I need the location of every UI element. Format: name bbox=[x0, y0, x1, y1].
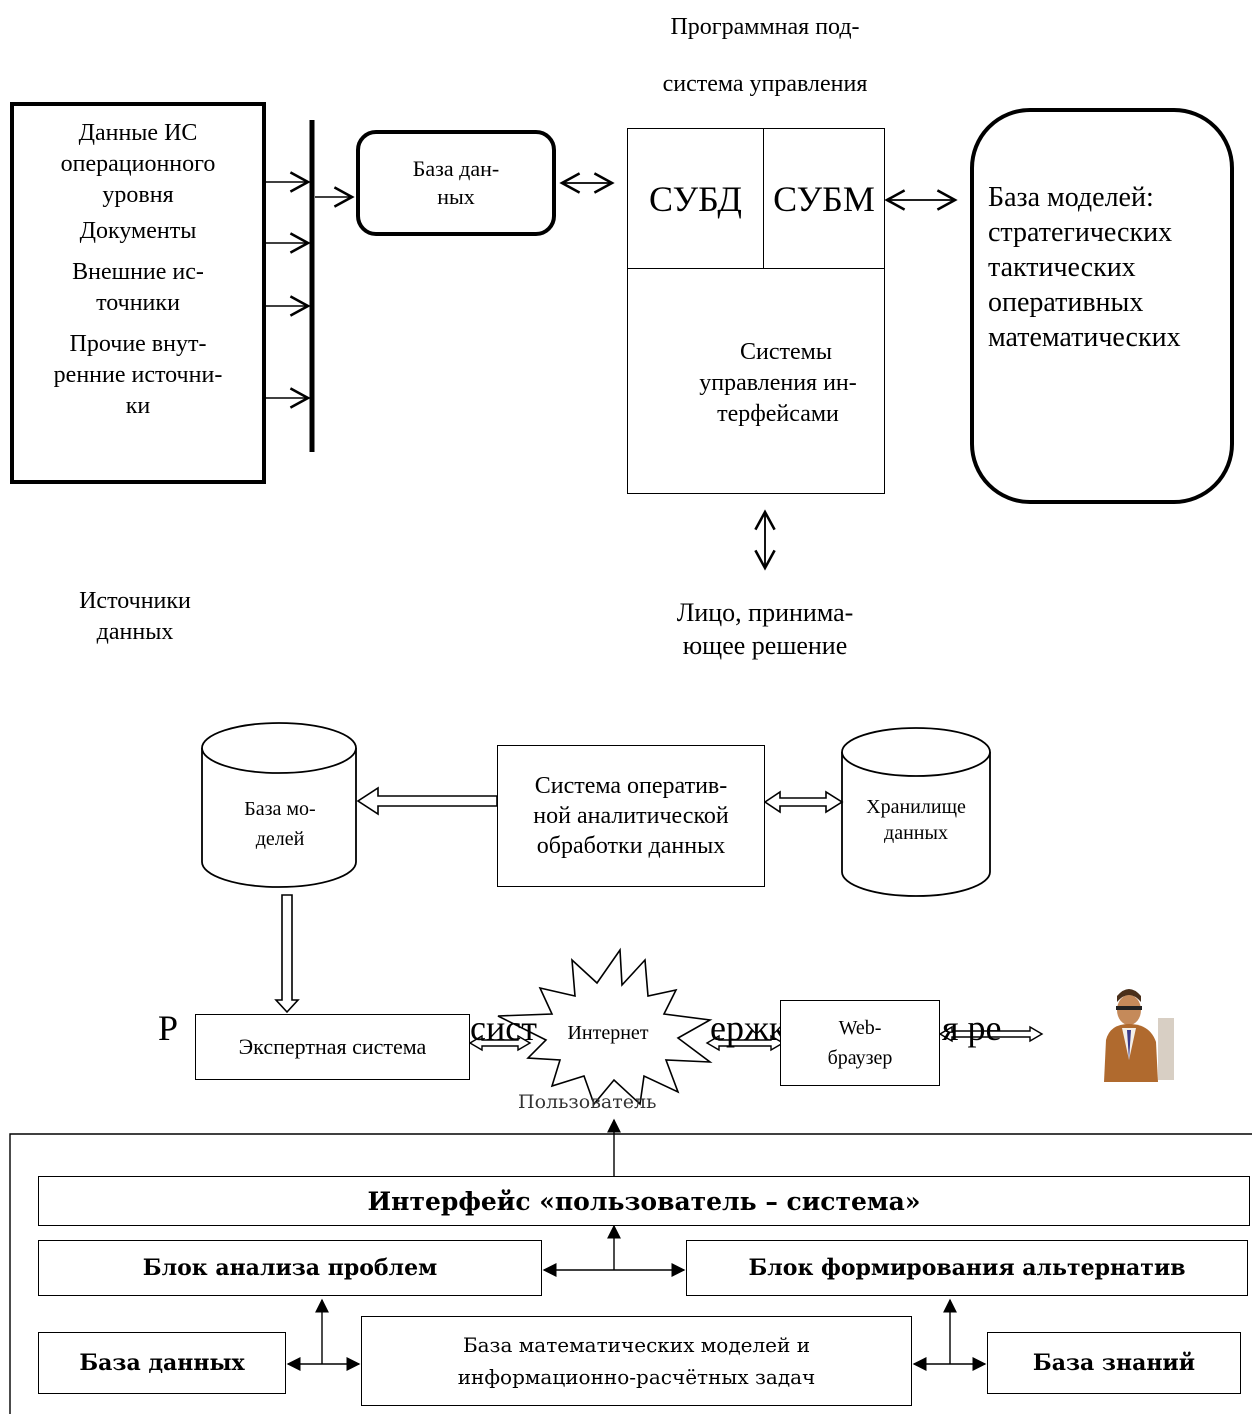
d2-warehouse-label: Хранилище данных bbox=[842, 794, 990, 846]
d2-model-base-line-2: делей bbox=[255, 828, 305, 850]
d2-olap-box: Система оператив- ной аналитической обра… bbox=[497, 745, 765, 887]
d2-browser-box: Web- браузер bbox=[780, 1000, 940, 1086]
d2-warehouse-cylinder bbox=[841, 727, 991, 897]
d2-expert-system-box: Экспертная система bbox=[195, 1014, 470, 1080]
d1-model-base-line-2: стратегических bbox=[988, 217, 1173, 248]
d3-outer-frame bbox=[9, 1133, 1252, 1414]
d1-source-operational-line-1: Данные ИС bbox=[78, 120, 198, 146]
d1-source-internal-line-1: Прочие внут- bbox=[69, 331, 207, 357]
user-person-icon bbox=[1104, 989, 1174, 1082]
d3-math-models-line-1: База математических моделей и bbox=[462, 1333, 811, 1357]
d1-source-arrows bbox=[264, 171, 355, 409]
d2-caption-fragment-1: Р bbox=[158, 1008, 179, 1048]
d2-warehouse-line-2: данных bbox=[884, 822, 948, 844]
d3-database-box: База данных bbox=[38, 1332, 286, 1394]
d1-source-external-line-2: точники bbox=[96, 290, 180, 316]
d2-expert-internet-arrow bbox=[468, 1034, 532, 1052]
d3-math-models-box: База математических моделей и информацио… bbox=[361, 1316, 912, 1406]
d1-interface-mgmt-line-3: терфейсами bbox=[717, 401, 839, 427]
d2-browser-line-1: Web- bbox=[838, 1017, 882, 1039]
d1-source-documents: Документы bbox=[14, 216, 262, 247]
d2-caption-fragment-4: я ре bbox=[942, 1008, 1002, 1048]
d1-dbms-cell: СУБД bbox=[628, 129, 764, 269]
d3-math-models-line-2: информационно-расчётных задач bbox=[457, 1365, 816, 1389]
d1-model-base-line-4: оперативных bbox=[988, 287, 1144, 318]
d1-sources-box: Данные ИС операционного уровня Документы… bbox=[10, 102, 266, 484]
d1-interface-mgmt-line-2: управления ин- bbox=[699, 370, 857, 396]
d1-source-operational-line-3: уровня bbox=[102, 182, 174, 208]
d1-sources-caption-line-2: данных bbox=[96, 619, 174, 645]
d1-subsystem-title-line-2: система управления bbox=[662, 71, 868, 97]
d1-model-base-line-3: тактических bbox=[988, 252, 1136, 283]
d1-source-external: Внешние ис- точники bbox=[14, 257, 262, 319]
d1-source-documents-line-1: Документы bbox=[79, 218, 197, 244]
d1-source-internal: Прочие внут- ренние источни- ки bbox=[14, 329, 262, 422]
d1-mbms-label: СУБМ bbox=[773, 178, 875, 219]
d3-knowledge-base-box: База знаний bbox=[987, 1332, 1241, 1394]
d3-problem-analysis-label: Блок анализа проблем bbox=[142, 1255, 438, 1281]
d3-interface-label: Интерфейс «пользователь – система» bbox=[367, 1186, 921, 1216]
d2-warehouse-line-1: Хранилище bbox=[866, 796, 966, 818]
d1-database-line-1: База дан- bbox=[412, 156, 500, 181]
d1-model-base-line-5: математических bbox=[988, 322, 1181, 353]
d1-interface-mgmt: Системы управления ин- терфейсами bbox=[628, 337, 928, 430]
d1-model-base-line-1: База моделей: bbox=[988, 182, 1154, 213]
d1-subsystem-box: СУБД СУБМ Системы управления ин- терфейс… bbox=[627, 128, 885, 494]
d2-modelbase-to-expert-arrow bbox=[274, 894, 300, 1014]
d1-source-internal-line-3: ки bbox=[125, 393, 151, 419]
d2-caption-fragment-3: ержк bbox=[710, 1008, 782, 1048]
d3-alternatives-box: Блок формирования альтернатив bbox=[686, 1240, 1248, 1296]
d2-internet-label: Интернет bbox=[567, 1022, 649, 1044]
d2-olap-warehouse-arrow bbox=[763, 790, 844, 814]
d2-olap-line-2: ной аналитической bbox=[533, 803, 729, 829]
d1-database-line-2: ных bbox=[437, 184, 475, 209]
d1-source-operational-line-2: операционного bbox=[60, 151, 216, 177]
d2-expert-system-label: Экспертная система bbox=[238, 1034, 427, 1059]
d2-browser-user-arrow bbox=[938, 1025, 1044, 1043]
d2-olap-line-1: Система оператив- bbox=[534, 773, 728, 799]
d3-user-label: Пользователь bbox=[518, 1091, 657, 1113]
d2-olap-to-modelbase-arrow bbox=[356, 786, 498, 816]
d1-source-operational: Данные ИС операционного уровня bbox=[14, 118, 262, 211]
d1-source-internal-line-2: ренние источни- bbox=[53, 362, 223, 388]
d3-database-label: База данных bbox=[79, 1350, 245, 1376]
d1-decision-maker-line-2: ющее решение bbox=[682, 631, 848, 660]
d3-interface-box: Интерфейс «пользователь – система» bbox=[38, 1176, 1250, 1226]
d2-olap-line-3: обработки данных bbox=[536, 833, 726, 859]
d1-interface-mgmt-line-1: Системы bbox=[740, 339, 832, 365]
d1-decision-maker-line-1: Лицо, принима- bbox=[676, 598, 854, 627]
d1-sources-caption-line-1: Источники bbox=[79, 588, 191, 614]
d2-model-base-line-1: База мо- bbox=[244, 798, 316, 820]
d3-problem-analysis-box: Блок анализа проблем bbox=[38, 1240, 542, 1296]
d2-caption-fragment-2: сист bbox=[470, 1008, 537, 1048]
d3-connectors bbox=[286, 1118, 987, 1371]
d1-model-base-box: База моделей: стратегических тактических… bbox=[970, 108, 1234, 504]
d2-model-base-cylinder bbox=[201, 722, 357, 888]
d1-mbms-cell: СУБМ bbox=[764, 129, 884, 269]
d2-internet-starburst bbox=[497, 947, 713, 1106]
d2-model-base-label: База мо- делей bbox=[210, 796, 350, 852]
d1-source-external-line-1: Внешние ис- bbox=[72, 259, 204, 285]
d1-decision-maker: Лицо, принима- ющее решение bbox=[620, 596, 910, 662]
d2-browser-line-2: браузер bbox=[827, 1047, 893, 1069]
d1-subsystem-title: Программная под- система управления bbox=[620, 12, 910, 100]
d1-dbms-label: СУБД bbox=[649, 178, 742, 219]
d3-alternatives-label: Блок формирования альтернатив bbox=[748, 1255, 1186, 1281]
d1-database-box: База дан- ных bbox=[356, 130, 556, 236]
d1-subsystem-title-line-1: Программная под- bbox=[670, 14, 860, 40]
d1-sources-caption: Источники данных bbox=[40, 586, 230, 648]
d3-knowledge-base-label: База знаний bbox=[1032, 1350, 1196, 1376]
